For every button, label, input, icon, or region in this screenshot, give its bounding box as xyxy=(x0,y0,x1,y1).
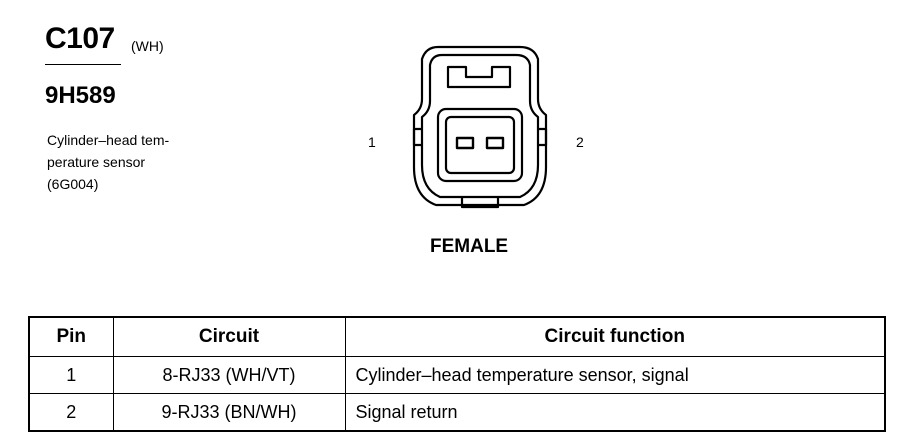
pin-1-label: 1 xyxy=(368,134,376,150)
pin-2-label: 2 xyxy=(576,134,584,150)
side-notch-left xyxy=(412,127,422,147)
terminal-cavity-inner xyxy=(444,115,516,175)
description-line: perature sensor xyxy=(47,154,146,170)
connector-color: (WH) xyxy=(131,38,164,54)
pin-cell: 2 xyxy=(28,393,114,432)
pin-table: Pin Circuit Circuit function 1 8-RJ33 (W… xyxy=(28,316,886,432)
description-line: (6G004) xyxy=(47,176,99,192)
column-header-circuit: Circuit xyxy=(112,316,346,357)
pin-cell: 1 xyxy=(28,356,114,394)
bottom-key xyxy=(460,197,500,209)
locking-tab xyxy=(446,65,512,89)
part-number: 9H589 xyxy=(45,82,116,109)
connector-housing-inner xyxy=(420,53,540,199)
function-cell: Signal return xyxy=(344,393,886,432)
circuit-cell: 8-RJ33 (WH/VT) xyxy=(112,356,346,394)
terminal-1 xyxy=(455,136,475,150)
column-header-function: Circuit function xyxy=(344,316,886,357)
connector-gender-label: FEMALE xyxy=(430,236,509,257)
terminal-2 xyxy=(485,136,505,150)
connector-housing-outer xyxy=(412,45,548,207)
connector-id: C107 xyxy=(45,22,115,55)
terminal-cavity-outer xyxy=(436,107,524,183)
table-row: 2 9-RJ33 (BN/WH) Signal return xyxy=(28,393,886,432)
side-notch-right xyxy=(538,127,548,147)
function-cell: Cylinder–head temperature sensor, signal xyxy=(344,356,886,394)
circuit-cell: 9-RJ33 (BN/WH) xyxy=(112,393,346,432)
column-header-pin: Pin xyxy=(28,316,114,357)
title-underline xyxy=(45,64,121,65)
connector-face-diagram xyxy=(412,45,548,209)
description-line: Cylinder–head tem- xyxy=(47,132,170,148)
table-row: 1 8-RJ33 (WH/VT) Cylinder–head temperatu… xyxy=(28,356,886,394)
table-header-row: Pin Circuit Circuit function xyxy=(28,316,886,357)
